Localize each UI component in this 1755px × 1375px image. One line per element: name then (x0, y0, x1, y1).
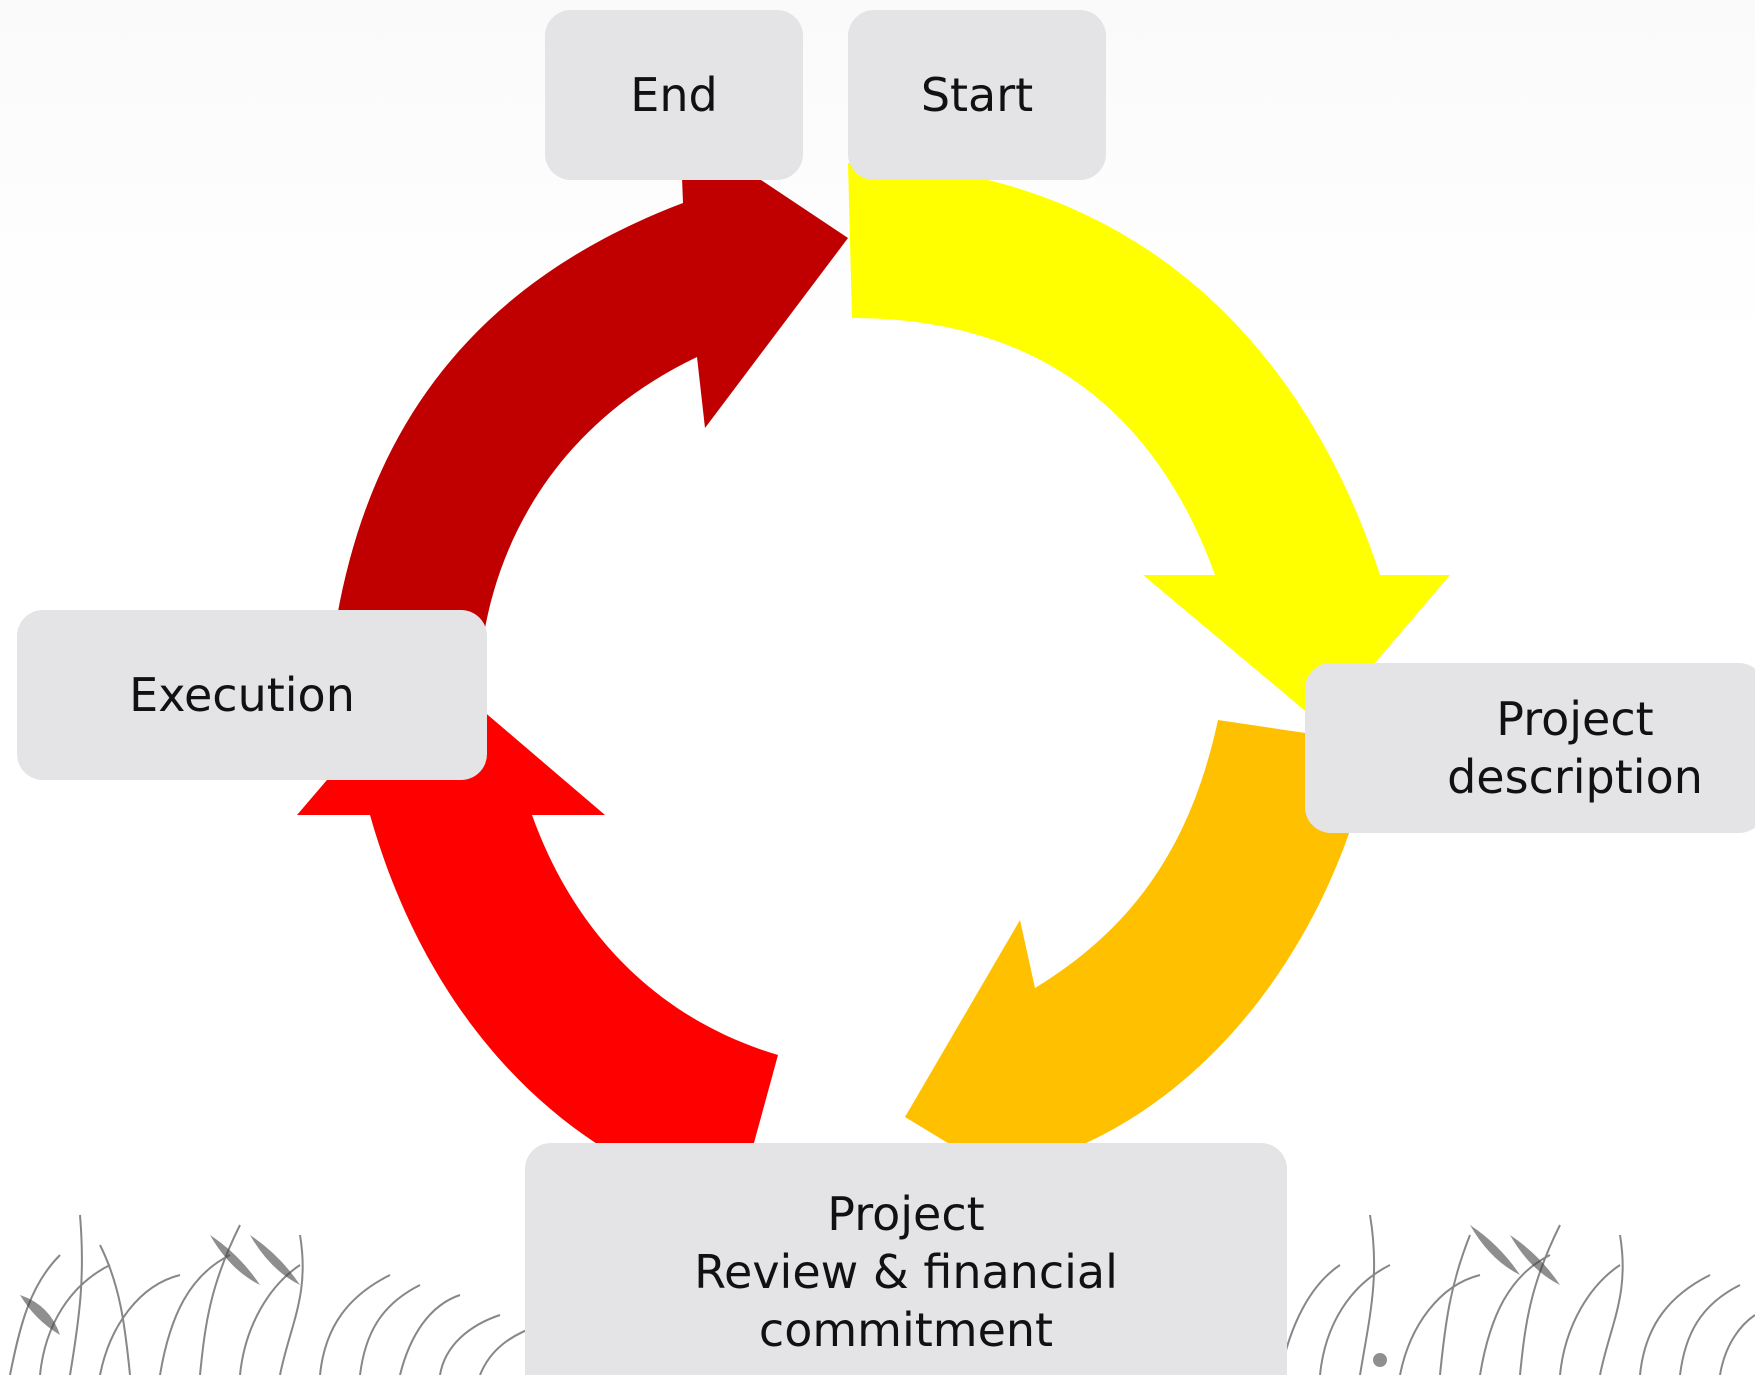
arrow-description-to-review (905, 720, 1373, 1222)
stage-description-label: Project description (1447, 692, 1703, 804)
stage-review-box: Project Review & financial commitment (525, 1143, 1287, 1375)
stage-description-box: Project description (1305, 663, 1755, 833)
stage-start-label: Start (920, 68, 1034, 122)
stage-end-box: End (545, 10, 803, 180)
stage-end-label: End (630, 68, 718, 122)
arrow-execution-to-end (337, 126, 848, 640)
grass-decoration-right (1279, 1214, 1755, 1375)
stage-execution-label: Execution (129, 668, 355, 722)
arrow-start-to-description (848, 163, 1450, 725)
stage-execution-box: Execution (17, 610, 487, 780)
arrow-review-to-execution (297, 663, 778, 1205)
stage-review-label: Project Review & financial commitment (694, 1187, 1118, 1357)
stage-start-box: Start (848, 10, 1106, 180)
